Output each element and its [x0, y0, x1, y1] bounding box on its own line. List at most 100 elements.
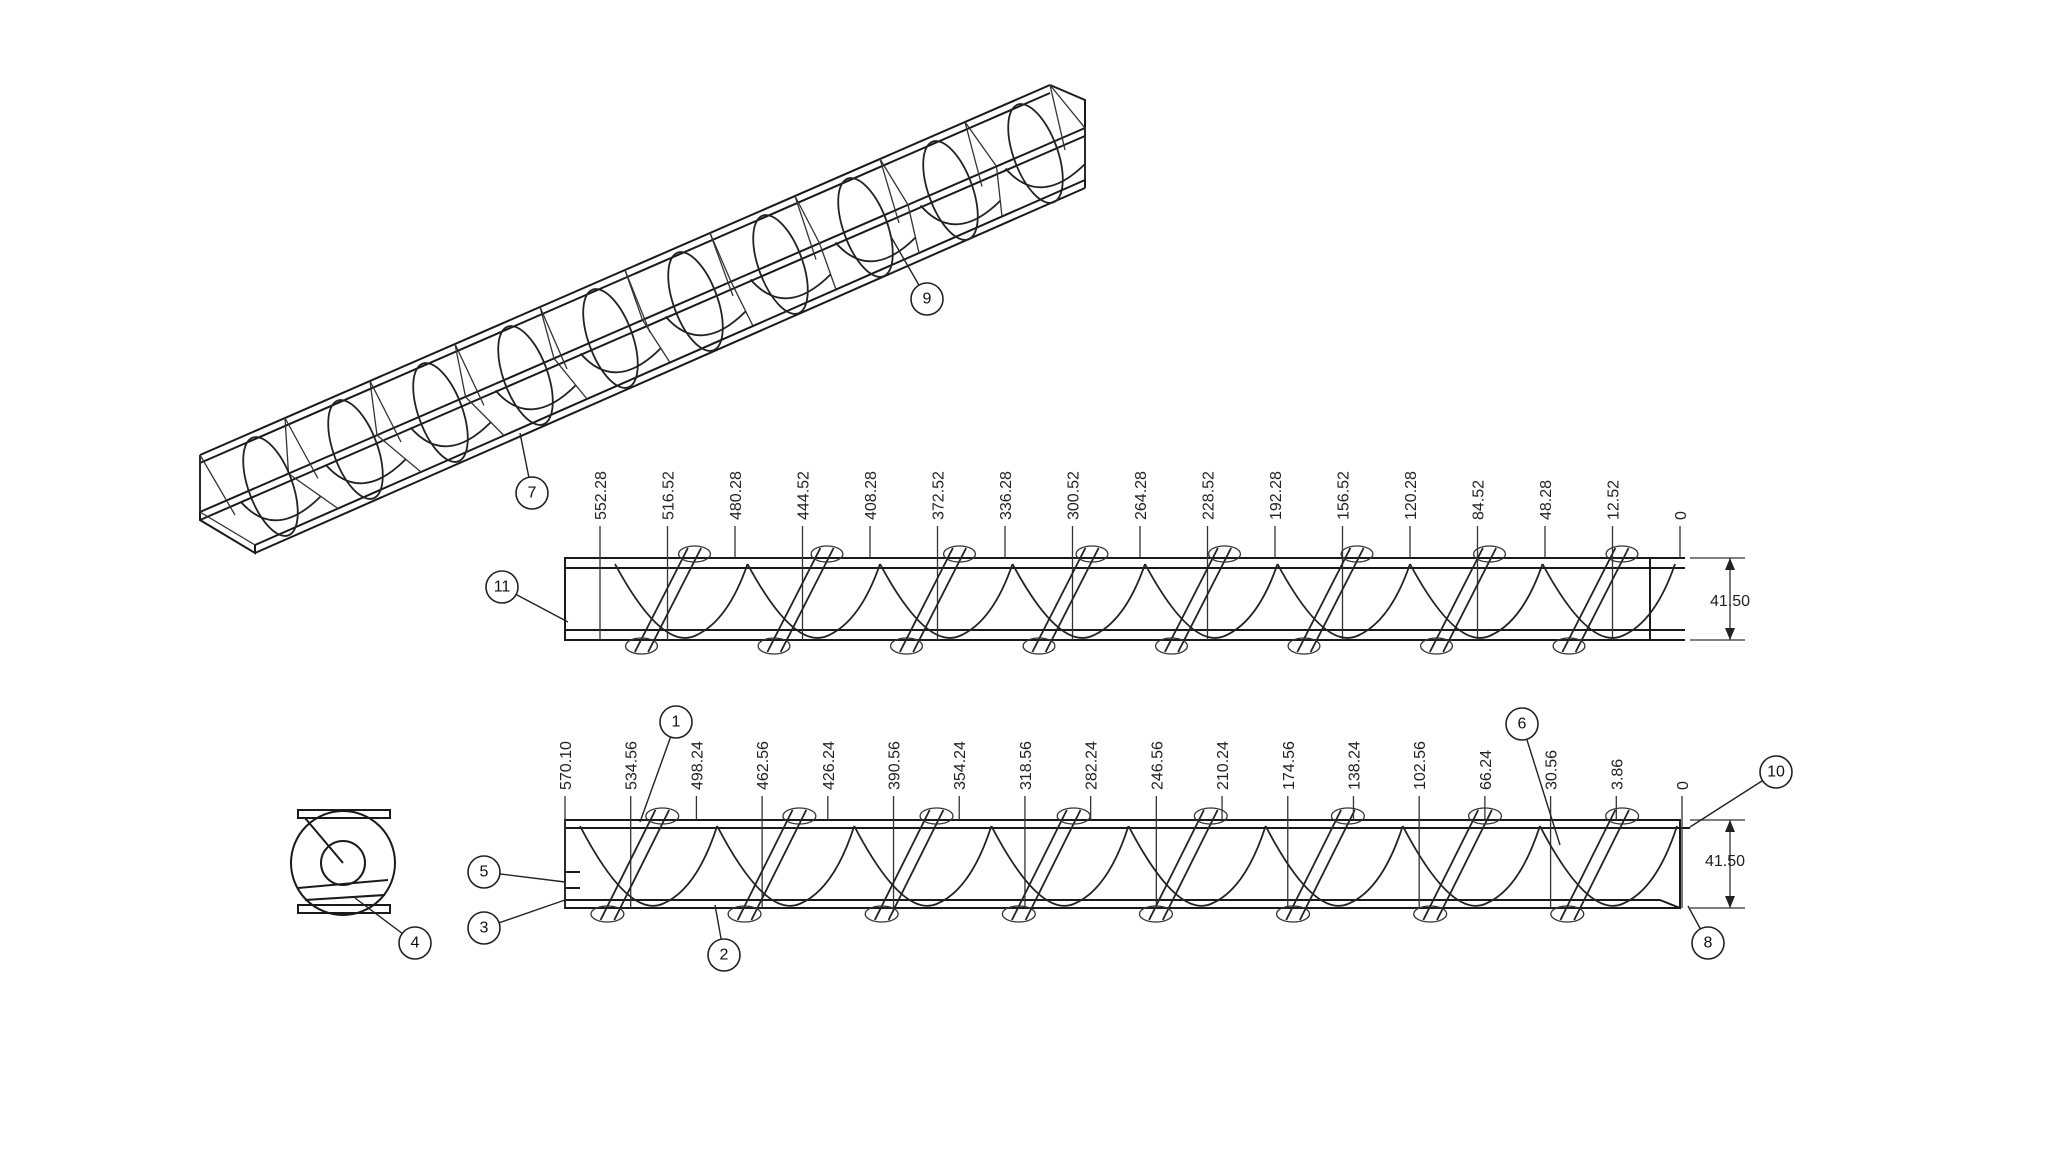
front-dim-label: 570.10: [558, 741, 575, 790]
top-dim-label: 264.28: [1133, 471, 1150, 520]
iso-cross-frame: [709, 232, 754, 327]
iso-cross-frame: [794, 195, 837, 290]
front-helix-blade: [1422, 809, 1479, 921]
iso-helix-flight: [324, 458, 407, 485]
top-helix-blade: [1574, 547, 1630, 653]
end-view: [290, 809, 396, 916]
top-helix-blade: [1031, 547, 1087, 653]
front-helix-blade: [1148, 809, 1205, 921]
iso-helix-flight: [239, 495, 322, 522]
balloon-label: 4: [411, 935, 420, 952]
front-helix-flight: [579, 825, 718, 907]
front-dim-label: 138.24: [1346, 741, 1363, 790]
front-helix-blade: [1011, 809, 1068, 921]
front-dim-label: 102.56: [1412, 741, 1429, 790]
front-helix-blade: [750, 809, 808, 921]
front-helix-crest: [1001, 905, 1036, 923]
front-dim-label: 174.56: [1281, 741, 1298, 790]
iso-diagonal: [199, 454, 236, 516]
front-helix-crest: [1275, 905, 1311, 923]
top-helix-crest: [624, 637, 659, 655]
front-helix-flight: [1401, 825, 1541, 907]
front-dim-label: 498.24: [689, 741, 706, 790]
iso-cross-frame: [879, 158, 920, 254]
iso-helix-turn: [752, 214, 809, 315]
balloon-circle: [1505, 707, 1539, 741]
iso-helix-flight: [1004, 162, 1087, 189]
top-helix-blade: [1296, 547, 1352, 653]
balloon-circle: [910, 282, 944, 316]
iso-helix-turn: [242, 436, 299, 537]
balloon-circle: [467, 855, 501, 889]
iso-diagonal: [709, 232, 734, 297]
iso-diagonal: [284, 417, 319, 479]
front-dim-label: 66.24: [1478, 750, 1495, 790]
top-helix-crest: [889, 637, 924, 655]
front-helix-crest: [1138, 905, 1174, 923]
top-helix-blade: [766, 547, 822, 653]
isometric-view: [199, 84, 1087, 555]
iso-helix-flight: [749, 273, 832, 300]
top-helix-flight: [1144, 563, 1279, 639]
iso-diagonal: [539, 306, 568, 370]
top-helix-blade: [634, 547, 689, 653]
front-helix-blade: [1024, 809, 1082, 921]
iso-helix-turn: [837, 177, 894, 278]
top-helix-crest: [810, 545, 844, 563]
balloon-leader: [1689, 771, 1777, 828]
top-helix-crest: [1340, 545, 1374, 563]
front-dim-label: 246.56: [1149, 741, 1166, 790]
iso-diagonal: [794, 195, 817, 260]
top-dim-label: 372.52: [931, 471, 948, 520]
top-height-dimension: 41.50: [1710, 593, 1750, 610]
front-helix-crest: [1413, 905, 1448, 923]
front-helix-blade: [1161, 809, 1219, 921]
top-helix-flight: [614, 563, 749, 639]
front-helix-blade: [1285, 809, 1342, 921]
top-dim-label: 192.28: [1268, 471, 1285, 520]
front-helix-blade: [599, 809, 657, 921]
top-dim-label: 228.52: [1201, 471, 1218, 520]
iso-diagonal: [1049, 84, 1066, 151]
top-helix-crest: [757, 637, 791, 655]
front-helix-blade: [1573, 809, 1630, 921]
front-helix-crest: [1330, 807, 1366, 825]
balloon-circle: [398, 926, 432, 960]
front-dim-label: 462.56: [755, 741, 772, 790]
front-helix-flight: [1264, 825, 1404, 907]
iso-cross-frame: [1049, 84, 1086, 180]
top-dim-label: 552.28: [593, 471, 610, 520]
iso-cross-frame: [199, 455, 256, 546]
iso-helix-flight: [919, 199, 1002, 226]
balloon-label: 6: [1518, 716, 1527, 733]
top-helix-crest: [1075, 545, 1109, 563]
top-helix-flight: [1541, 563, 1676, 639]
top-helix-crest: [1552, 637, 1586, 655]
top-dim-label: 48.28: [1538, 480, 1555, 520]
front-helix-crest: [1056, 807, 1091, 825]
iso-diagonal: [369, 380, 402, 443]
top-helix-blade: [1442, 547, 1497, 653]
top-dim-label: 444.52: [796, 471, 813, 520]
balloon-circle: [659, 705, 693, 739]
balloon-label: 3: [480, 920, 489, 937]
balloon-circle: [1759, 755, 1793, 789]
front-helix-blade: [887, 809, 945, 921]
front-helix-blade: [736, 809, 794, 921]
front-helix-blade: [1436, 809, 1493, 921]
front-helix-blade: [613, 809, 670, 921]
top-dim-label: 300.52: [1066, 471, 1083, 520]
top-helix-crest: [1472, 545, 1507, 563]
top-dim-label: 516.52: [661, 471, 678, 520]
balloon-label: 1: [672, 714, 681, 731]
front-dim-label: 354.24: [952, 741, 969, 790]
balloon-label: 2: [720, 947, 729, 964]
balloon-circle: [707, 938, 741, 972]
front-dim-label: 210.24: [1215, 741, 1232, 790]
front-dim-label: 3.86: [1609, 759, 1626, 790]
top-helix-flight: [746, 563, 881, 639]
top-helix-crest: [1022, 637, 1056, 655]
balloon-label: 8: [1704, 935, 1713, 952]
front-helix-flight: [1127, 825, 1267, 907]
